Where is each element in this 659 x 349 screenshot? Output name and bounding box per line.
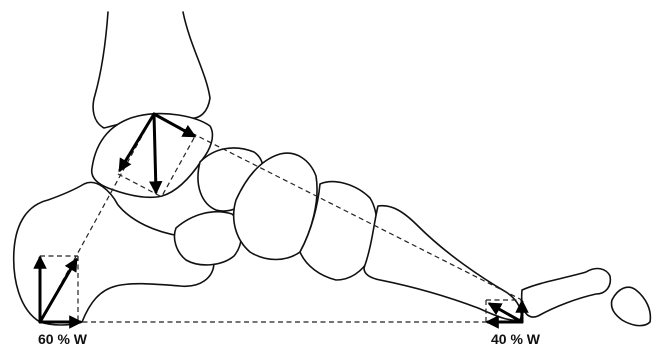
cuboid-bone (174, 212, 241, 265)
tibia-bone (93, 12, 210, 128)
forefoot-load-label: 40 % W (491, 331, 540, 347)
proximal-phalanx-bone (522, 269, 611, 317)
heel-load-label: 60 % W (38, 331, 87, 347)
metatarsal-bone (364, 206, 521, 321)
distal-phalanx-bone (611, 287, 650, 325)
body-weight-arrow (154, 114, 156, 192)
